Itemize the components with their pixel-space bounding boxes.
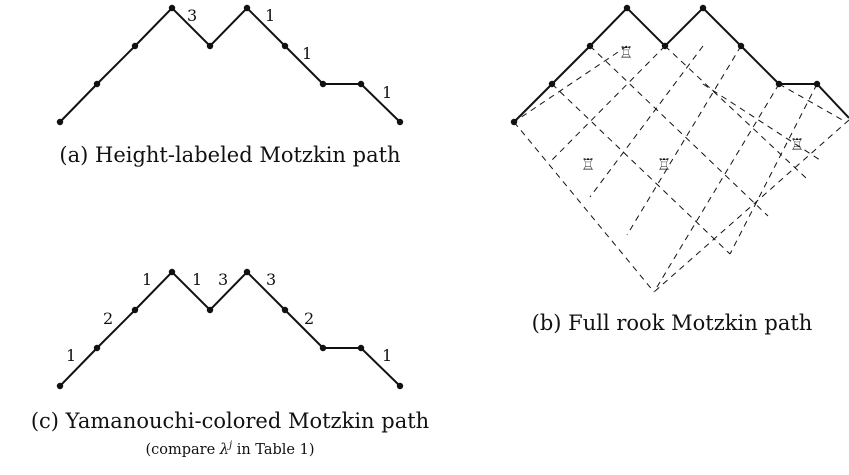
panel-b-dashed-grid (513, 45, 849, 293)
panel-b-vertices (510, 4, 821, 126)
panel-c-step-label: 1 (142, 270, 152, 289)
subcaption-lambda: λ (219, 442, 229, 458)
panel-c-step-label: 3 (266, 270, 276, 289)
panel-c-step-label: 1 (192, 270, 202, 289)
rook-icon: ♖ (657, 155, 671, 174)
panel-a-step-label: 1 (265, 6, 275, 25)
subcaption-suffix: in Table 1) (232, 442, 314, 458)
panel-b: ♖ ♖ ♖ ♖ (b) Full rook Motzkin path (510, 4, 849, 335)
panel-a-step-label: 1 (302, 44, 312, 63)
panel-a-step-label: 3 (187, 6, 197, 25)
panel-a: 3 1 1 1 (a) Height-labeled Motzkin path (56, 4, 404, 167)
panel-c-step-label: 1 (66, 346, 76, 365)
panel-c-caption: (c) Yamanouchi-colored Motzkin path (31, 409, 429, 433)
panel-c-subcaption: (compare λj in Table 1) (145, 440, 314, 458)
panel-c: 1 2 1 1 3 3 2 1 (c) Yamanouchi-colored M… (31, 268, 429, 458)
panel-c-step-label: 2 (304, 309, 314, 328)
rook-icon: ♖ (619, 43, 633, 62)
panel-a-caption: (a) Height-labeled Motzkin path (59, 143, 400, 167)
panel-a-motzkin-path (59, 6, 401, 123)
panel-c-step-label: 2 (103, 309, 113, 328)
panel-c-motzkin-path (59, 270, 401, 387)
panel-c-vertices (56, 268, 404, 390)
panel-b-motzkin-path (513, 6, 849, 123)
subcaption-prefix: (compare (145, 442, 219, 458)
panel-b-caption: (b) Full rook Motzkin path (532, 311, 813, 335)
panel-c-step-label: 3 (218, 270, 228, 289)
panel-c-step-label: 1 (382, 346, 392, 365)
rook-icon: ♖ (581, 155, 595, 174)
panel-a-step-label: 1 (382, 83, 392, 102)
panel-a-vertices (56, 4, 404, 126)
rook-icon: ♖ (790, 135, 804, 154)
subcaption-superscript: j (227, 440, 232, 451)
